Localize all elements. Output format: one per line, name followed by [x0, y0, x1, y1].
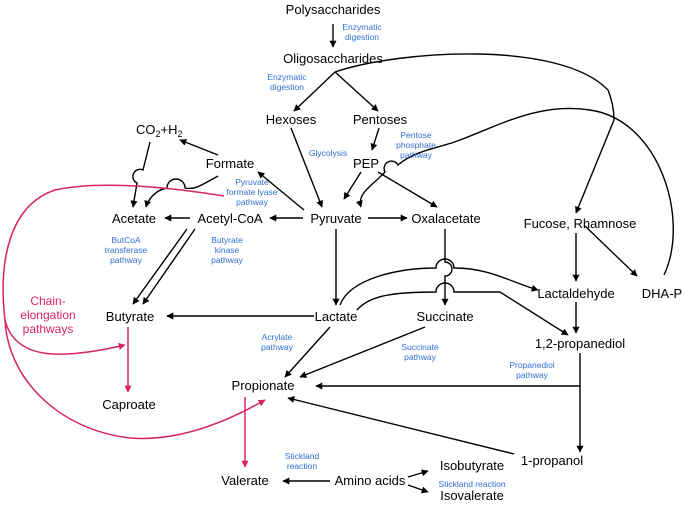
arrow-oligo-to-pentoses: [334, 71, 379, 112]
node-1-propanol: 1-propanol: [521, 453, 583, 468]
arrow-succinate-line: [356, 282, 500, 311]
node-hexoses: Hexoses: [266, 112, 317, 127]
arrow-oligo-fucose-down: [575, 119, 615, 214]
node-lactate: Lactate: [315, 309, 358, 324]
arrow-co2-to-acetate: [130, 141, 151, 208]
arrow-pep-to-pyruvate: [343, 171, 362, 200]
node-valerate: Valerate: [221, 473, 268, 488]
arrow-succinate-to-propanediol: [499, 291, 569, 336]
label-glycolysis: Glycolysis: [309, 148, 347, 158]
node-isobutyrate: Isobutyrate: [440, 458, 504, 473]
arrow-amino-to-isobutyrate: [407, 469, 429, 478]
arrow-dhap-to-pep: [355, 107, 674, 276]
arrow-propanol-to-propionate: [287, 396, 515, 455]
node-pentoses: Pentoses: [353, 112, 408, 127]
nodes: Polysaccharides Oligosaccharides Hexoses…: [102, 2, 682, 503]
node-isovalerate: Isovalerate: [440, 488, 504, 503]
arrow-pyruvate-to-formate: [257, 171, 305, 211]
arrow-lactate-to-lactaldehyde: [339, 258, 539, 306]
arrow-formate-to-acetate: [144, 175, 219, 208]
label-stickland-reaction-2: Stickland reaction: [438, 479, 505, 489]
node-caproate: Caproate: [102, 397, 155, 412]
arrow-succinate-to-propionate: [299, 326, 426, 378]
arrow-formate-to-co2: [179, 139, 219, 156]
node-oligosaccharides: Oligosaccharides: [283, 51, 383, 66]
arrow-acetylcoa-to-butyrate-a: [132, 228, 188, 305]
chain-elongation-arrows: [2, 184, 266, 468]
node-amino-acids: Amino acids: [335, 473, 406, 488]
arrow-hexoses-to-pyruvate: [290, 127, 323, 208]
node-lactaldehyde: Lactaldehyde: [537, 286, 614, 301]
arrow-oxalacetate-to-succinate: [441, 229, 453, 306]
node-oxalacetate: Oxalacetate: [411, 211, 480, 226]
node-fucose-rhamnose: Fucose, Rhamnose: [524, 216, 637, 231]
arrow-pep-to-oxalacetate: [377, 171, 438, 208]
node-acetyl-coa: Acetyl-CoA: [197, 211, 262, 226]
arrow-fucose-to-dhap: [584, 225, 638, 277]
node-polysaccharides: Polysaccharides: [286, 2, 381, 17]
arrow-chain-to-acetate-loop: [2, 184, 225, 355]
arrow-lactate-to-propionate: [284, 326, 331, 378]
arrow-pentoses-to-pep: [370, 127, 380, 151]
node-butyrate: Butyrate: [106, 309, 154, 324]
black-arrows: [130, 24, 674, 494]
node-propionate: Propionate: [232, 378, 295, 393]
arrow-chain-to-propionate: [4, 319, 266, 440]
node-succinate: Succinate: [416, 309, 473, 324]
node-pyruvate: Pyruvate: [310, 211, 361, 226]
node-1-2-propanediol: 1,2-propanediol: [535, 336, 625, 351]
arrow-acetylcoa-to-butyrate-b: [142, 228, 196, 305]
node-formate: Formate: [206, 156, 254, 171]
node-pep: PEP: [353, 156, 379, 171]
arrow-amino-to-isovalerate: [407, 484, 429, 494]
node-co2-h2: CO2+H2: [136, 122, 183, 139]
arrow-oligo-to-hexoses: [293, 71, 336, 112]
node-acetate: Acetate: [112, 211, 156, 226]
node-dha-p: DHA-P: [642, 286, 682, 301]
arrow-oligo-to-fucose: [334, 53, 615, 121]
